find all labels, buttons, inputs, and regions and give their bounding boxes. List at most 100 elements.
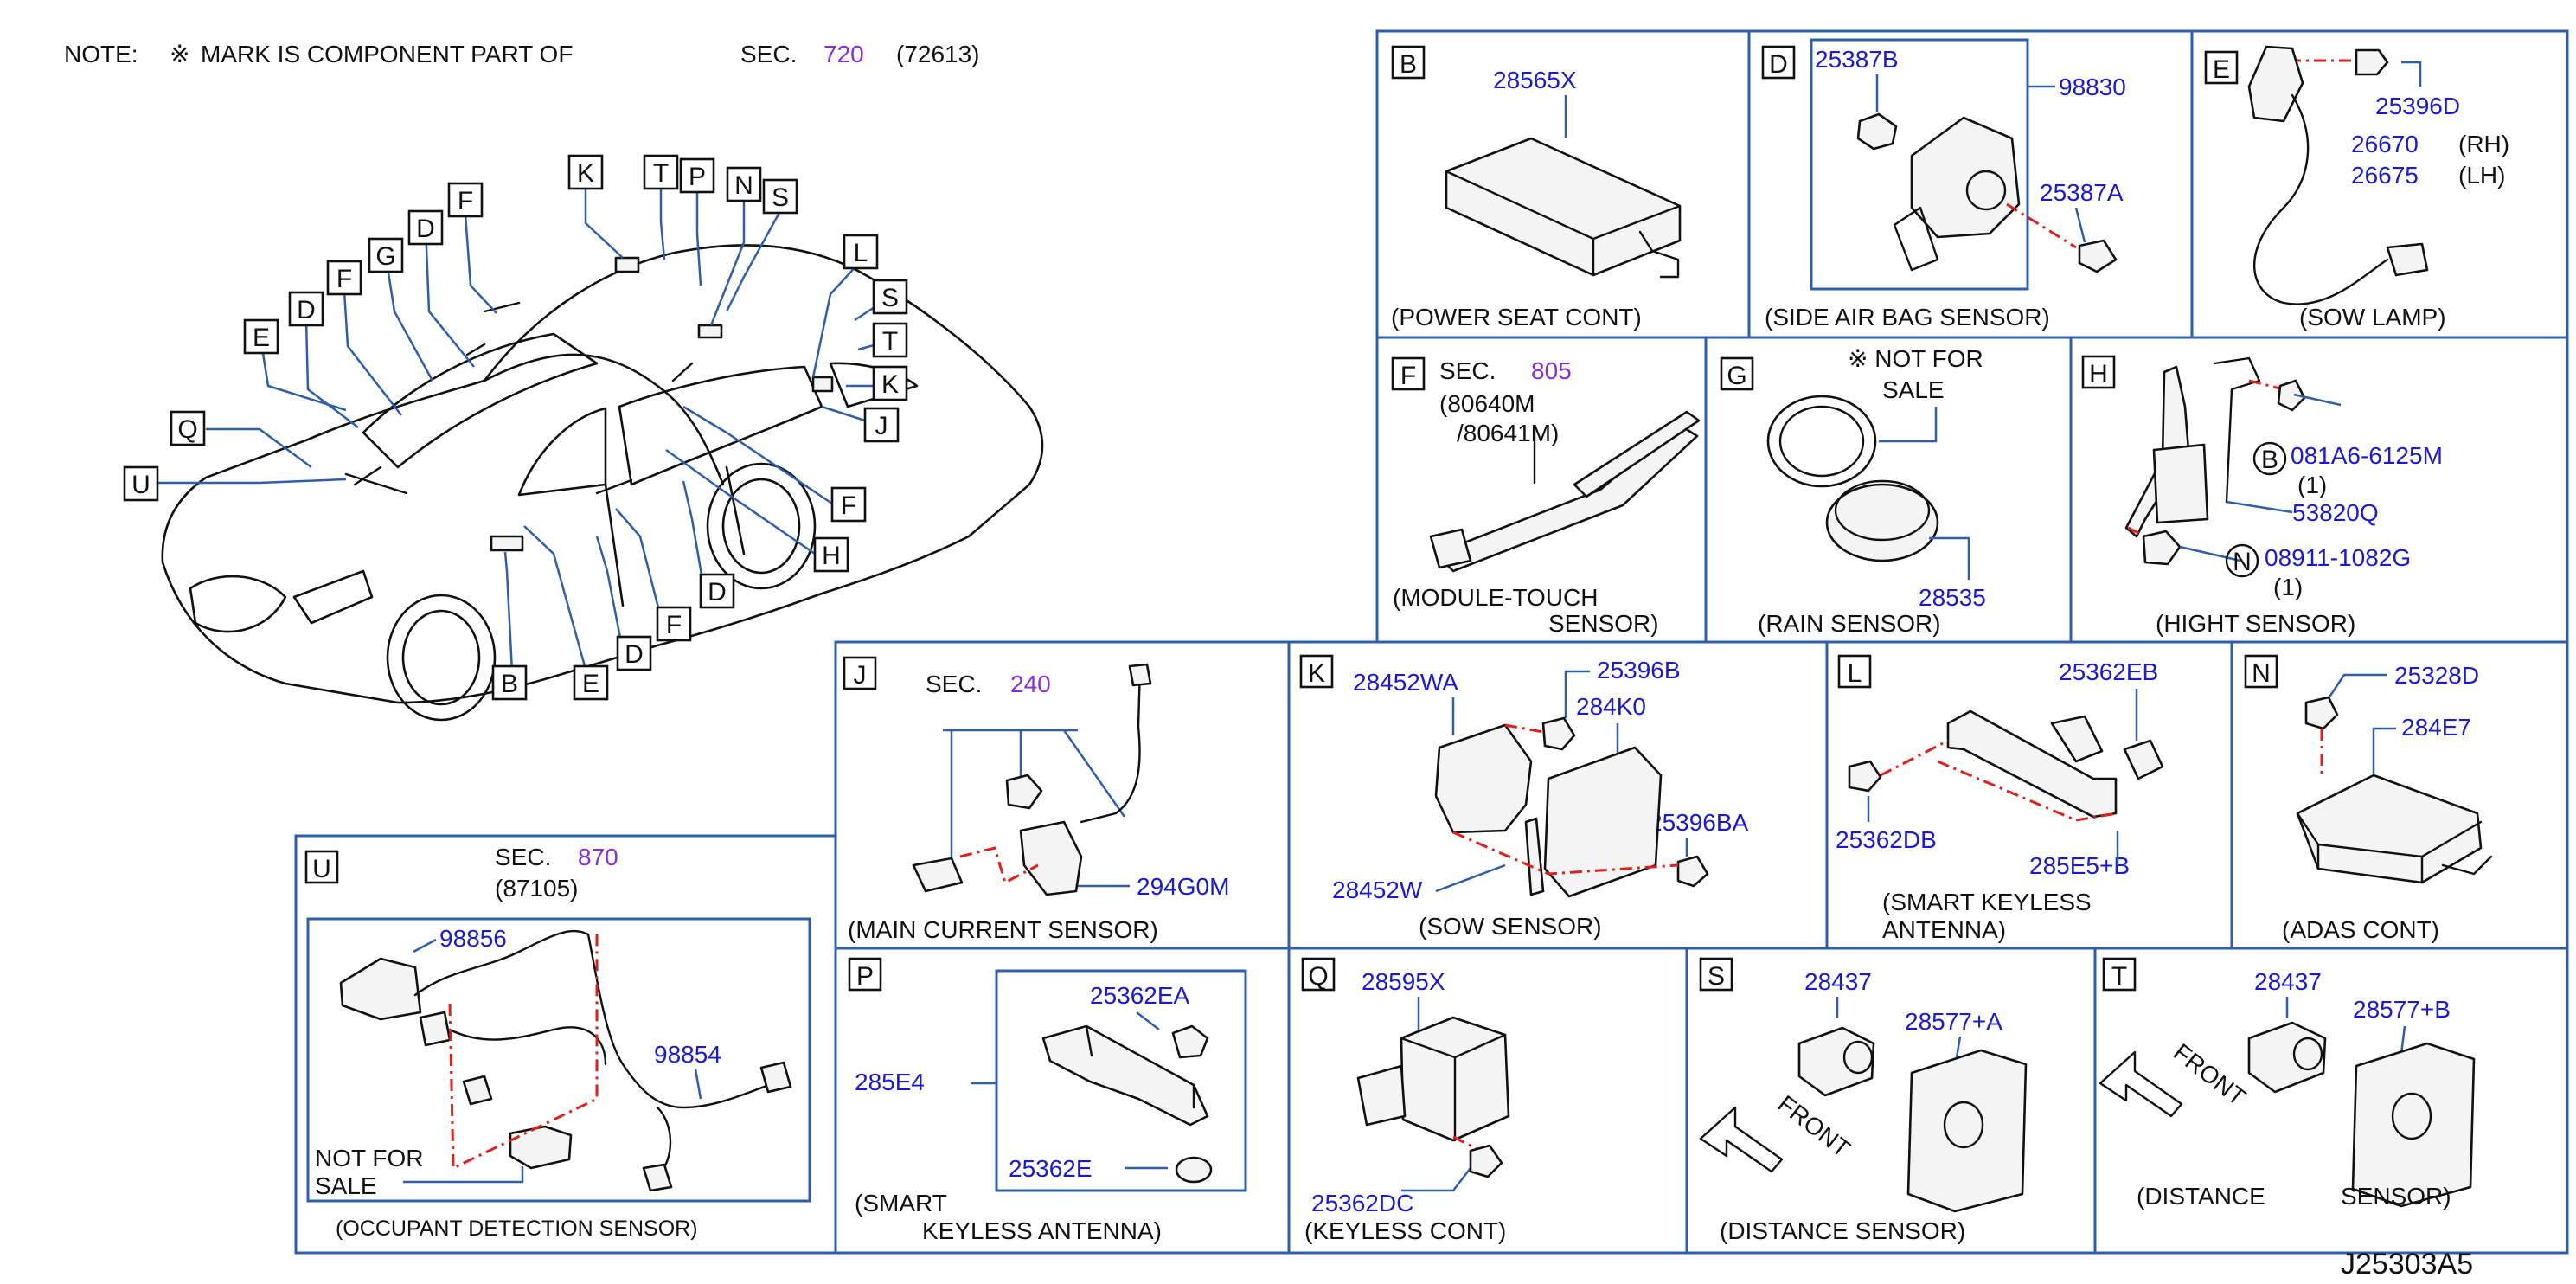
panel-f-module-touch-sensor: F SEC. 805 (80640M /80641M) (MODULE-TOUC… (1391, 356, 1701, 637)
part-number[interactable]: 285E4 (855, 1069, 925, 1095)
part-number[interactable]: 25396D (2375, 93, 2460, 119)
callout-box[interactable]: F (326, 260, 362, 296)
front-wheel (386, 594, 497, 722)
part-number[interactable]: 98854 (654, 1041, 721, 1068)
svg-text:SENSOR): SENSOR) (2341, 1183, 2451, 1210)
sec-number[interactable]: 240 (1010, 671, 1051, 697)
part-number[interactable]: 28577+B (2353, 996, 2451, 1023)
sow-sensor-module (1543, 746, 1663, 898)
part-number[interactable]: 285E5+B (2029, 852, 2130, 879)
car-door-line (604, 465, 746, 607)
callout-box[interactable]: Q (170, 410, 206, 446)
callout-box[interactable]: U (123, 465, 159, 502)
callout-box[interactable]: F (656, 606, 692, 642)
svg-text:H: H (822, 542, 841, 570)
part-number[interactable]: 25362DB (1836, 826, 1937, 853)
sec-number[interactable]: 805 (1531, 357, 1572, 384)
part-number[interactable]: 28535 (1919, 584, 1986, 611)
callout-box[interactable]: S (872, 279, 908, 315)
svg-text:(SIDE AIR BAG SENSOR): (SIDE AIR BAG SENSOR) (1765, 304, 2050, 331)
panel-frames (294, 29, 2569, 1255)
callout-box[interactable]: T (643, 154, 679, 190)
part-number[interactable]: 28437 (1804, 968, 1872, 995)
part-number[interactable]: 28565X (1493, 67, 1577, 93)
svg-text:(MAIN CURRENT SENSOR): (MAIN CURRENT SENSOR) (848, 916, 1158, 943)
touch-sensor-connector (1429, 528, 1472, 569)
callout-box[interactable]: S (762, 178, 798, 215)
part-number[interactable]: 25362E (1009, 1155, 1093, 1182)
callout-box[interactable]: D (699, 573, 735, 609)
svg-text:(OCCUPANT DETECTION SENSOR: (OCCUPANT DETECTION SENSOR) (336, 1217, 698, 1241)
part-number[interactable]: 284K0 (1576, 693, 1646, 720)
part-number[interactable]: 53820Q (2292, 499, 2379, 526)
callout-box[interactable]: E (243, 318, 279, 355)
callout-box[interactable]: K (872, 365, 908, 401)
part-number[interactable]: 28577+A (1905, 1008, 2002, 1035)
part-number[interactable]: 25362EB (2059, 658, 2158, 685)
part-number[interactable]: 25328D (2394, 662, 2479, 689)
callout-box[interactable]: F (447, 182, 484, 218)
sec-number[interactable]: 870 (578, 844, 618, 870)
svg-text:K: K (1308, 659, 1325, 688)
part-number[interactable]: 26670 (2351, 131, 2419, 157)
part-number[interactable]: 081A6-6125M (2291, 442, 2443, 469)
power-seat-cont-module (1445, 137, 1682, 277)
distance-sensor (1797, 1026, 1875, 1097)
car-mark-u (344, 465, 408, 495)
panel-k-sow-sensor: K 28452WA 25396B 284K0 25396BA 28452W (S… (1299, 654, 1749, 940)
svg-text:P: P (689, 163, 706, 191)
svg-text:F: F (336, 265, 352, 293)
part-number[interactable]: 26675 (2351, 162, 2419, 189)
callout-box[interactable]: N (726, 166, 762, 202)
part-number[interactable]: 25387B (1815, 46, 1899, 73)
svg-text:(80640M: (80640M (1439, 390, 1535, 417)
callout-box[interactable]: D (616, 635, 652, 671)
part-number[interactable]: 28595X (1362, 968, 1445, 995)
part-number[interactable]: 08911-1082G (2265, 544, 2411, 571)
part-number[interactable]: 98830 (2059, 74, 2126, 100)
callout-box[interactable]: G (368, 237, 404, 273)
clip (1171, 1024, 1209, 1059)
svg-text:T: T (653, 159, 669, 188)
callout-box[interactable]: D (407, 209, 444, 246)
car-mark-n (697, 324, 723, 339)
svg-text:D: D (708, 578, 727, 607)
main-current-sensor (1019, 820, 1083, 896)
car-mark-t (811, 376, 834, 393)
part-number[interactable]: 28452WA (1353, 669, 1458, 696)
note-sec-number[interactable]: 720 (823, 41, 864, 67)
part-number[interactable]: 25387A (2040, 179, 2124, 206)
part-number[interactable]: 25362EA (1090, 982, 1190, 1009)
antenna-bracket (1946, 709, 2118, 819)
part-number[interactable]: 25362DC (1311, 1190, 1413, 1217)
callout-box[interactable]: T (872, 322, 908, 358)
car-mark-f (465, 301, 521, 356)
callout-box[interactable]: L (843, 234, 879, 270)
panel-n-adas-cont: N 25328D 284E7 (ADAS CONT) (2244, 654, 2493, 943)
callout-box[interactable]: E (573, 664, 609, 701)
callout-box[interactable]: H (813, 536, 849, 573)
part-number[interactable]: 28437 (2254, 968, 2322, 995)
callout-box[interactable]: J (863, 407, 900, 443)
part-number[interactable]: 28452W (1332, 876, 1423, 903)
adas-cont-module (2296, 774, 2483, 884)
callout-box[interactable]: P (679, 157, 715, 194)
callout-box[interactable]: B (491, 664, 528, 701)
car-grille (189, 575, 287, 633)
callout-box[interactable]: K (567, 154, 604, 190)
svg-text:(LH): (LH) (2458, 162, 2505, 189)
part-number[interactable]: 294G0M (1137, 873, 1229, 900)
part-number[interactable]: 25396BA (1649, 809, 1749, 836)
connector (759, 1061, 792, 1094)
nut (1469, 1144, 1503, 1178)
svg-text:(SOW LAMP): (SOW LAMP) (2299, 304, 2446, 331)
part-number[interactable]: 25396B (1597, 657, 1681, 684)
callout-box[interactable]: D (288, 291, 324, 327)
sow-lamp-bracket (2247, 45, 2304, 123)
car-overview: K T P N S F D G F E D L S T K J Q U F H … (123, 154, 1044, 722)
distance-sensor (2247, 1021, 2327, 1094)
callout-box[interactable]: F (830, 486, 867, 523)
svg-text:※ NOT FOR: ※ NOT FOR (1848, 345, 1983, 372)
part-number[interactable]: 98856 (439, 925, 507, 952)
part-number[interactable]: 284E7 (2401, 714, 2471, 741)
